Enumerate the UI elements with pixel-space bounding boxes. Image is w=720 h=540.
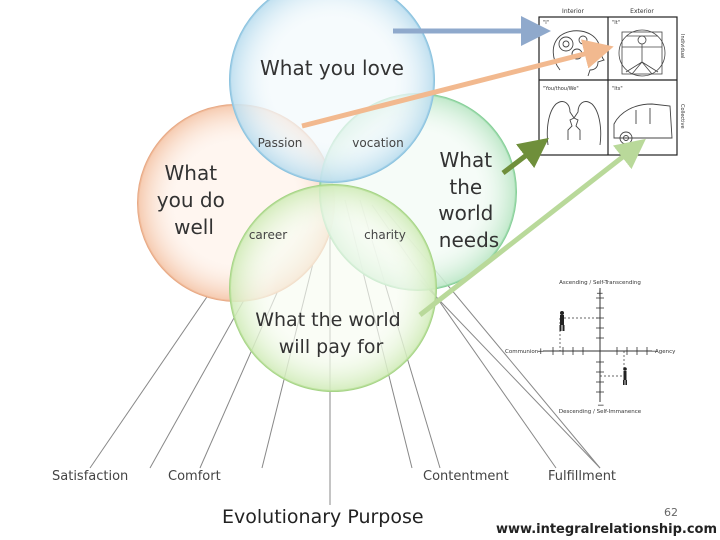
vitruvian-man-icon bbox=[618, 29, 666, 77]
well-label-line-3: well bbox=[174, 215, 214, 239]
circle-what-the-world-will-pay-for bbox=[229, 184, 437, 392]
person-descending-icon bbox=[623, 367, 627, 385]
contentment-label: Contentment bbox=[423, 469, 509, 484]
well-label-line-1: What bbox=[165, 161, 218, 185]
footer-title: Evolutionary Purpose bbox=[222, 506, 424, 528]
person-ascending-icon bbox=[559, 311, 565, 331]
needs-label-line-3: world bbox=[438, 201, 493, 225]
page-number: 62 bbox=[664, 506, 678, 519]
footer-url: www.integralrelationship.com bbox=[496, 522, 718, 537]
needs-label: What the world needs bbox=[438, 148, 499, 252]
satisfaction-label: Satisfaction bbox=[52, 469, 129, 484]
quadrant-interior: Interior bbox=[562, 8, 584, 15]
quadrant-its: "Its" bbox=[612, 86, 623, 92]
vocation-label: vocation bbox=[352, 136, 403, 150]
fulfillment-label: Fulfillment bbox=[548, 469, 617, 484]
pay-label-line-1: What the world bbox=[255, 309, 401, 331]
pay-label-line-2: will pay for bbox=[279, 336, 384, 358]
axis-left-label: Communion bbox=[505, 349, 539, 355]
needs-label-line-1: What bbox=[440, 148, 493, 172]
quadrant-individual: Individual bbox=[679, 34, 685, 58]
quadrant-exterior: Exterior bbox=[630, 8, 654, 15]
axis-top-label: Ascending / Self-Transcending bbox=[559, 280, 641, 286]
pay-label: What the world will pay for bbox=[255, 309, 407, 358]
two-faces-icon bbox=[546, 101, 602, 146]
needs-label-line-2: the bbox=[449, 175, 482, 199]
arrow-needs-to-we bbox=[501, 137, 549, 175]
four-quadrant-panel: Interior Exterior Individual Collective … bbox=[538, 8, 685, 156]
circle-what-you-love bbox=[229, 0, 435, 183]
well-label: What you do well bbox=[157, 161, 231, 239]
quadrant-collective: Collective bbox=[679, 104, 685, 129]
needs-label-line-4: needs bbox=[439, 228, 499, 252]
comfort-label: Comfort bbox=[168, 469, 221, 484]
arrow-pay-to-its bbox=[418, 138, 646, 317]
svg-text:+: + bbox=[537, 347, 545, 357]
love-label: What you love bbox=[260, 56, 404, 80]
quadrant-it: "It" bbox=[612, 20, 620, 26]
axis-bottom-label: Descending / Self-Immanence bbox=[559, 409, 642, 415]
svg-text:+: + bbox=[596, 289, 604, 299]
arrow-passion-to-it bbox=[301, 39, 614, 129]
quadrant-you-we: "You/thou/We" bbox=[543, 86, 579, 92]
axis-right-label: Agency bbox=[655, 349, 676, 355]
quadrant-i: "I" bbox=[543, 20, 549, 26]
svg-text:−: − bbox=[597, 401, 605, 411]
charity-label: charity bbox=[364, 228, 406, 242]
well-label-line-2: you do bbox=[157, 188, 225, 212]
svg-text:−: − bbox=[650, 347, 658, 357]
career-label: career bbox=[249, 228, 287, 242]
agency-communion-axes: Ascending / Self-Transcending Descending… bbox=[505, 280, 676, 415]
passion-label: Passion bbox=[258, 136, 303, 150]
